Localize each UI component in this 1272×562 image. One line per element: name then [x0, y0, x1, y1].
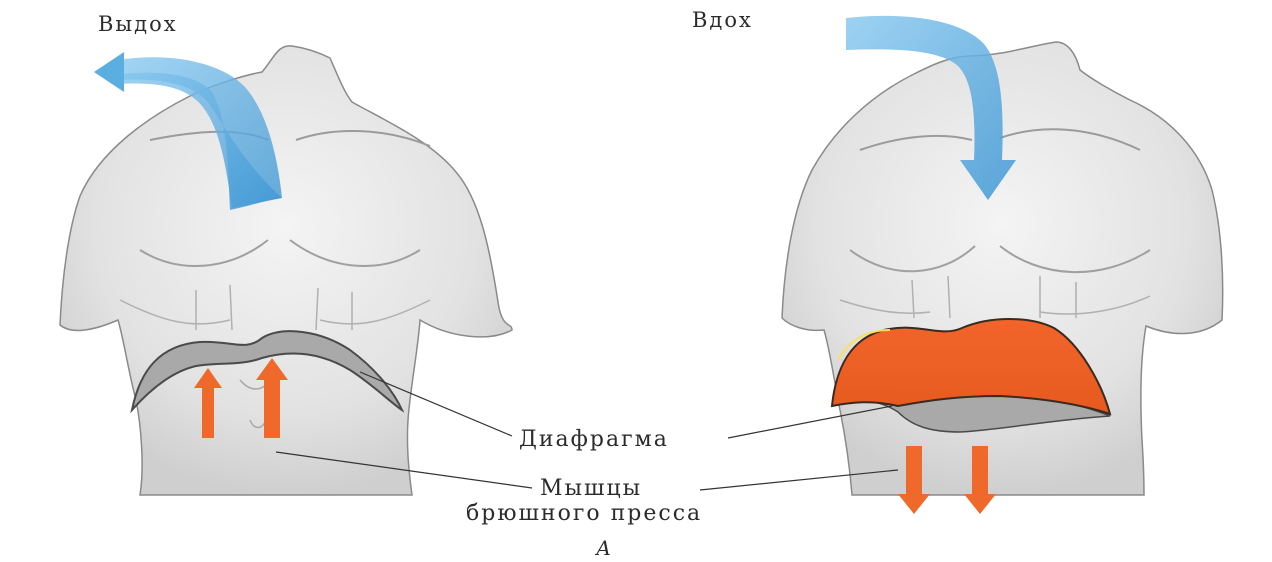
diaphragm-label: Диафрагма — [519, 427, 669, 452]
abdominal-muscles-label-line2: брюшного пресса — [466, 501, 702, 526]
inhale-label: Вдох — [692, 8, 753, 32]
torso-exhale — [60, 46, 512, 495]
torso-exhale-silhouette — [60, 46, 512, 495]
exhale-label: Выдох — [98, 12, 178, 36]
panel-letter: А — [596, 536, 611, 560]
abdominal-muscles-label-line1: Мышцы — [540, 476, 642, 501]
exhale-arrow-head — [94, 52, 124, 92]
